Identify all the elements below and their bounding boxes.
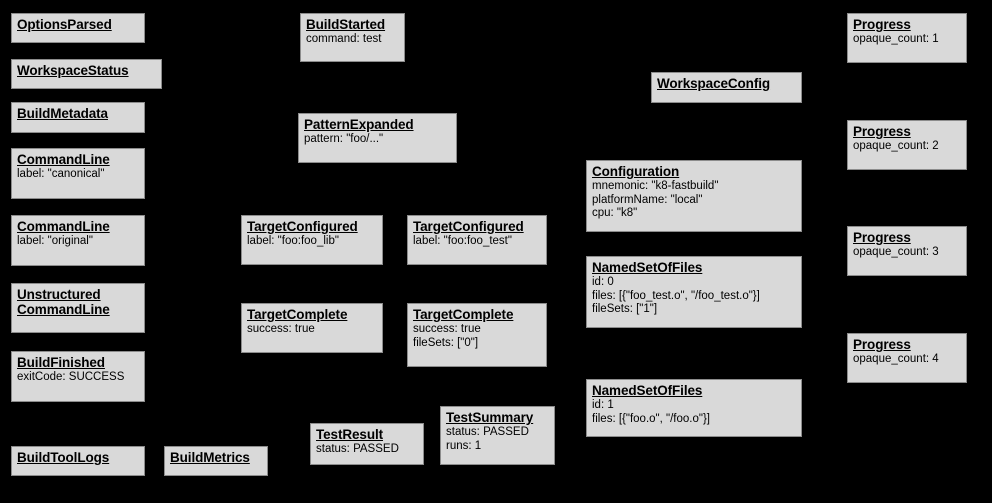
node-title: Progress xyxy=(853,17,911,32)
node-field: success: true xyxy=(413,323,481,335)
node-title: TestResult xyxy=(316,427,384,442)
node-title: BuildStarted xyxy=(306,17,386,32)
node-workspace-config: WorkspaceConfig xyxy=(651,72,802,103)
node-fields: command: test xyxy=(306,33,399,47)
node-fields: label: "foo:foo_test" xyxy=(413,235,541,249)
node-field: label: "canonical" xyxy=(17,168,105,180)
node-field: status: PASSED xyxy=(446,426,529,438)
node-field: opaque_count: 3 xyxy=(853,246,939,258)
node-fields: success: true xyxy=(247,323,377,337)
node-fields: label: "canonical" xyxy=(17,168,139,182)
node-field: label: "foo:foo_lib" xyxy=(247,235,339,247)
node-title: NamedSetOfFiles xyxy=(592,260,703,275)
node-field: cpu: "k8" xyxy=(592,207,638,219)
node-field: id: 1 xyxy=(592,399,614,411)
node-field: files: [{"foo_test.o", "/foo_test.o"}] xyxy=(592,289,760,302)
node-field: exitCode: SUCCESS xyxy=(17,371,125,383)
node-title: Unstructured CommandLine xyxy=(17,287,110,317)
node-field: success: true xyxy=(247,323,315,335)
node-field: opaque_count: 4 xyxy=(853,353,939,365)
node-fields: label: "foo:foo_lib" xyxy=(247,235,377,249)
node-field: label: "original" xyxy=(17,235,93,247)
node-field: fileSets: ["1"] xyxy=(592,303,658,315)
node-field: runs: 1 xyxy=(446,439,482,452)
node-fields: opaque_count: 1 xyxy=(853,33,961,47)
node-title: Progress xyxy=(853,337,911,352)
node-title: TargetComplete xyxy=(413,307,514,322)
node-title: Configuration xyxy=(592,164,680,179)
node-field: opaque_count: 1 xyxy=(853,33,939,45)
node-title: Progress xyxy=(853,230,911,245)
node-title: WorkspaceStatus xyxy=(17,63,129,78)
node-fields: mnemonic: "k8-fastbuild"platformName: "l… xyxy=(592,180,796,221)
node-title: OptionsParsed xyxy=(17,17,112,32)
node-title: CommandLine xyxy=(17,219,110,234)
node-fields: opaque_count: 4 xyxy=(853,353,961,367)
node-title: NamedSetOfFiles xyxy=(592,383,703,398)
node-field: id: 0 xyxy=(592,276,614,288)
node-field: mnemonic: "k8-fastbuild" xyxy=(592,180,719,192)
node-options-parsed: OptionsParsed xyxy=(11,13,145,43)
node-build-metrics: BuildMetrics xyxy=(164,446,268,476)
node-field: opaque_count: 2 xyxy=(853,140,939,152)
node-fields: status: PASSED xyxy=(316,443,418,457)
node-field: label: "foo:foo_test" xyxy=(413,235,512,247)
node-field: command: test xyxy=(306,33,382,45)
node-field: fileSets: ["0"] xyxy=(413,336,479,349)
node-title: BuildMetrics xyxy=(170,450,250,465)
node-fields: opaque_count: 2 xyxy=(853,140,961,154)
node-title: WorkspaceConfig xyxy=(657,76,771,91)
node-title: BuildMetadata xyxy=(17,106,108,121)
node-title: TargetConfigured xyxy=(413,219,524,234)
node-fields: pattern: "foo/..." xyxy=(304,133,451,147)
node-workspace-status: WorkspaceStatus xyxy=(11,59,162,89)
node-build-tool-logs: BuildToolLogs xyxy=(11,446,145,476)
node-fields: label: "original" xyxy=(17,235,139,249)
node-title: BuildFinished xyxy=(17,355,105,370)
node-fields: opaque_count: 3 xyxy=(853,246,961,260)
node-field: pattern: "foo/..." xyxy=(304,133,384,145)
node-unstructured-command-line: Unstructured CommandLine xyxy=(11,283,145,333)
node-field: status: PASSED xyxy=(316,443,399,455)
node-field: platformName: "local" xyxy=(592,193,703,206)
node-title: BuildToolLogs xyxy=(17,450,110,465)
node-build-metadata: BuildMetadata xyxy=(11,102,145,133)
node-field: files: [{"foo.o", "/foo.o"}] xyxy=(592,412,710,425)
node-title: TestSummary xyxy=(446,410,534,425)
node-title: PatternExpanded xyxy=(304,117,414,132)
node-title: TargetComplete xyxy=(247,307,348,322)
node-fields: exitCode: SUCCESS xyxy=(17,371,139,385)
node-title: Progress xyxy=(853,124,911,139)
node-title: TargetConfigured xyxy=(247,219,358,234)
node-title: CommandLine xyxy=(17,152,110,167)
